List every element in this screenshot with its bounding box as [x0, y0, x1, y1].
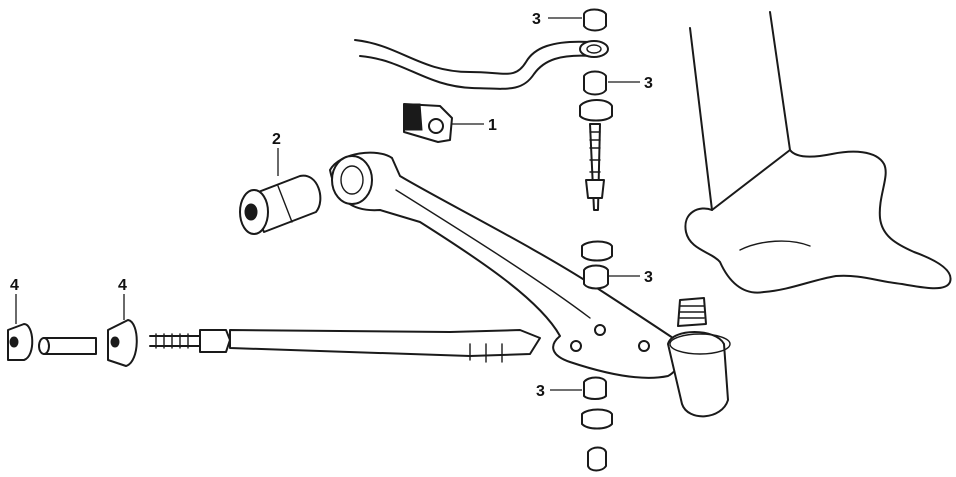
callout-1: 1	[488, 117, 497, 134]
stabilizer-link-assembly	[579, 8, 613, 472]
lower-control-arm	[329, 151, 683, 379]
callout-3-bottom: 3	[536, 383, 545, 400]
strut-collar	[38, 337, 97, 355]
steering-knuckle	[684, 11, 952, 294]
stabilizer-bar	[354, 39, 609, 90]
stabilizer-bushing	[403, 103, 453, 143]
callout-3-lower: 3	[644, 269, 653, 286]
callout-4-left: 4	[10, 277, 19, 294]
strut-bushing-left	[7, 323, 34, 361]
callouts: 3 3 1 2 3 3 4 4	[10, 11, 653, 400]
callout-3-top: 3	[532, 11, 541, 28]
strut-rod	[149, 329, 541, 363]
callout-3-upper: 3	[644, 75, 653, 92]
strut-bushing-right	[107, 319, 138, 367]
ball-joint	[667, 297, 731, 418]
leader-lines	[15, 17, 640, 391]
control-arm-bushing	[239, 174, 322, 235]
callout-4-right: 4	[118, 277, 127, 294]
callout-2: 2	[272, 131, 281, 148]
